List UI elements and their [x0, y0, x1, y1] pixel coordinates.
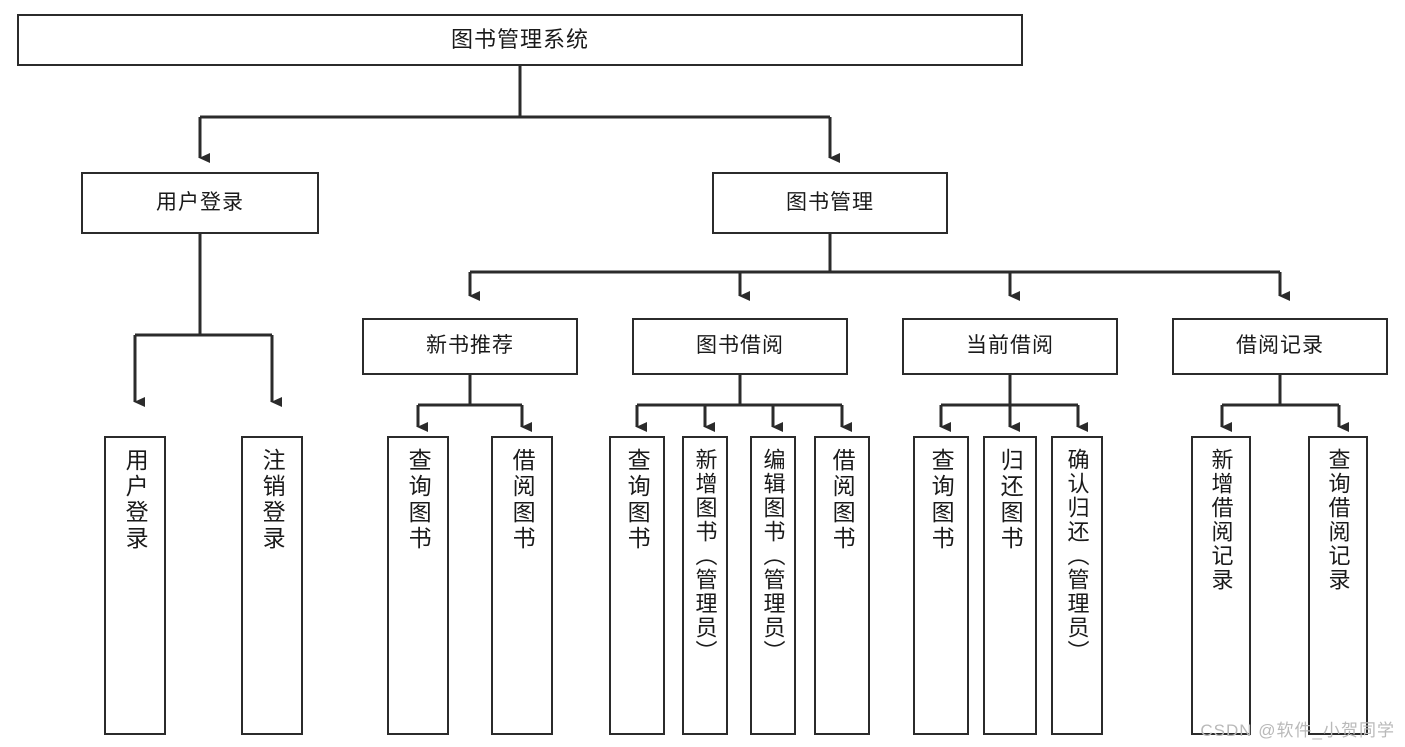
- leaf-query-book-borrow-label: 查询图书: [624, 448, 651, 552]
- leaf-return-book[interactable]: 归还图书: [983, 436, 1037, 735]
- leaf-logout[interactable]: 注销登录: [241, 436, 303, 735]
- leaf-borrow-book-label: 借阅图书: [829, 448, 856, 552]
- leaf-borrow-book[interactable]: 借阅图书: [814, 436, 870, 735]
- node-book-management[interactable]: 图书管理: [712, 172, 948, 234]
- leaf-query-borrow-record-label: 查询借阅记录: [1325, 448, 1351, 592]
- leaf-add-book-admin[interactable]: 新增图书（管理员）: [682, 436, 728, 735]
- node-new-book-recommend[interactable]: 新书推荐: [362, 318, 578, 375]
- node-book-management-label: 图书管理: [786, 190, 874, 214]
- leaf-query-book-new-label: 查询图书: [405, 448, 432, 552]
- leaf-query-book-new[interactable]: 查询图书: [387, 436, 449, 735]
- leaf-query-borrow-record[interactable]: 查询借阅记录: [1308, 436, 1368, 735]
- leaf-query-book-borrow[interactable]: 查询图书: [609, 436, 665, 735]
- node-book-borrow-label: 图书借阅: [696, 334, 784, 358]
- leaf-add-borrow-record-label: 新增借阅记录: [1208, 448, 1234, 592]
- leaf-edit-book-admin[interactable]: 编辑图书（管理员）: [750, 436, 796, 735]
- node-new-book-recommend-label: 新书推荐: [426, 334, 514, 358]
- node-book-borrow[interactable]: 图书借阅: [632, 318, 848, 375]
- node-borrow-record-label: 借阅记录: [1236, 334, 1324, 358]
- node-root[interactable]: 图书管理系统: [17, 14, 1023, 66]
- leaf-confirm-return-admin[interactable]: 确认归还（管理员）: [1051, 436, 1103, 735]
- watermark-text: CSDN @软件_小贺同学: [1200, 721, 1395, 740]
- leaf-query-book-current[interactable]: 查询图书: [913, 436, 969, 735]
- leaf-borrow-book-new-label: 借阅图书: [509, 448, 536, 552]
- leaf-edit-book-admin-label: 编辑图书（管理员）: [760, 448, 786, 664]
- leaf-borrow-book-new[interactable]: 借阅图书: [491, 436, 553, 735]
- leaf-query-book-current-label: 查询图书: [928, 448, 955, 552]
- node-borrow-record[interactable]: 借阅记录: [1172, 318, 1388, 375]
- node-root-label: 图书管理系统: [450, 27, 589, 53]
- node-user-login-label: 用户登录: [156, 190, 244, 214]
- leaf-user-login-label: 用户登录: [122, 448, 149, 552]
- leaf-user-login[interactable]: 用户登录: [104, 436, 166, 735]
- node-user-login[interactable]: 用户登录: [81, 172, 319, 234]
- node-current-borrow[interactable]: 当前借阅: [902, 318, 1118, 375]
- leaf-confirm-return-admin-label: 确认归还（管理员）: [1064, 448, 1090, 664]
- leaf-add-borrow-record[interactable]: 新增借阅记录: [1191, 436, 1251, 735]
- leaf-return-book-label: 归还图书: [997, 448, 1024, 552]
- leaf-logout-label: 注销登录: [259, 448, 286, 552]
- leaf-add-book-admin-label: 新增图书（管理员）: [692, 448, 718, 664]
- node-current-borrow-label: 当前借阅: [966, 334, 1054, 358]
